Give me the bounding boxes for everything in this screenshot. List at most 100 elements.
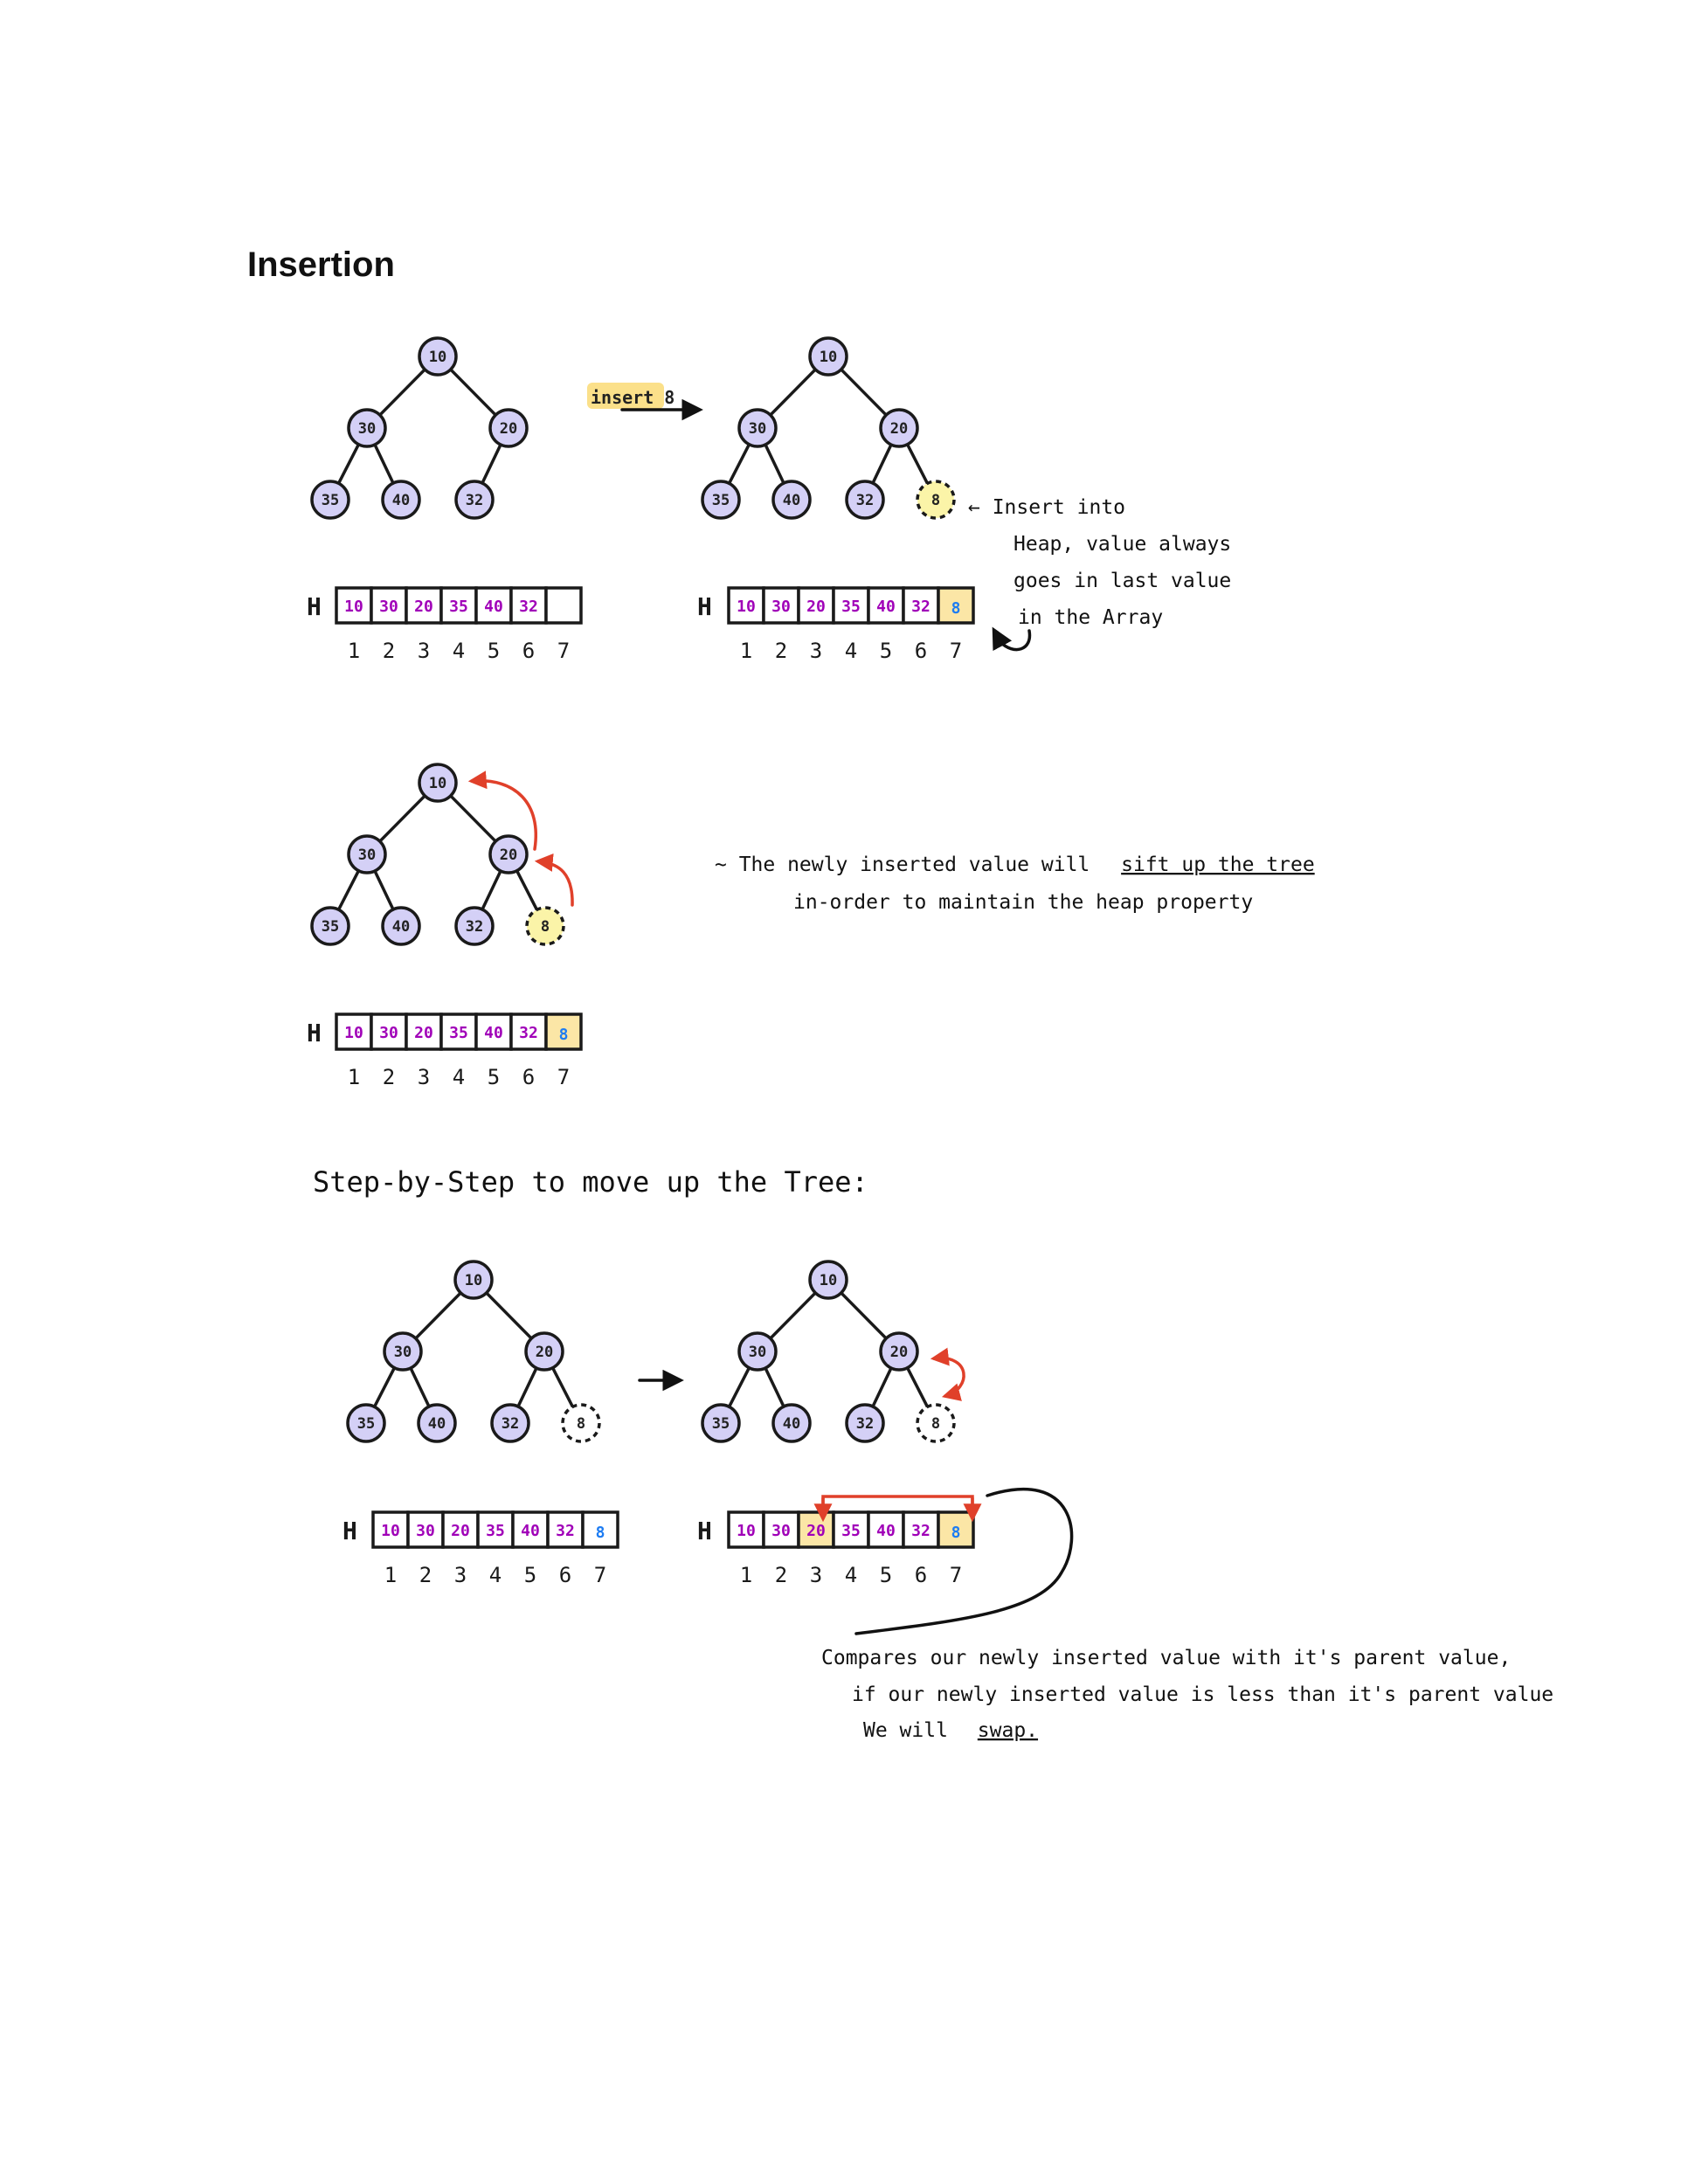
array-index: 1	[348, 1065, 360, 1089]
node-value: 10	[820, 1272, 837, 1289]
tree-node	[454, 906, 495, 946]
array-cell-value: 20	[414, 1024, 433, 1042]
node-value: 10	[429, 775, 446, 792]
tree-edge	[485, 1291, 533, 1340]
node-value: 40	[783, 492, 800, 509]
compare-note-line-1: Compares our newly inserted value with i…	[821, 1647, 1511, 1669]
array-index: 2	[775, 639, 787, 663]
insert-note-line-3: goes in last value	[1013, 570, 1231, 592]
sift-note-line-1: ~ The newly inserted value will sift up …	[715, 854, 1315, 876]
array-index: 2	[383, 1065, 395, 1089]
tree-edge	[378, 368, 426, 417]
node-value: 30	[358, 420, 376, 438]
tree-node	[488, 834, 529, 874]
tree-edge	[905, 442, 930, 486]
node-value: 32	[466, 918, 483, 936]
array-cell-value: 35	[449, 598, 468, 616]
node-value: 20	[890, 420, 908, 438]
node-value: 32	[502, 1415, 519, 1433]
insert-note-line-4: in the Array	[1018, 606, 1163, 629]
tree-edge	[372, 1365, 397, 1409]
tree-edge	[481, 443, 502, 485]
new-tree-node	[525, 906, 565, 946]
new-tree-node	[916, 480, 956, 520]
array-cell-value: 40	[484, 598, 503, 616]
tree-edge	[373, 443, 395, 485]
array-index: 7	[950, 1563, 962, 1587]
array-index: 2	[419, 1563, 432, 1587]
tree-edge	[516, 1366, 538, 1408]
tree-node	[808, 1260, 848, 1300]
tree-node	[701, 480, 741, 520]
array-cell-value: 20	[806, 598, 826, 616]
tree-edge	[409, 1366, 431, 1408]
array-index: 5	[880, 639, 892, 663]
tree-edge	[336, 868, 361, 912]
array-index: 7	[557, 1065, 570, 1089]
array-index: 3	[418, 1065, 430, 1089]
tree-edge	[871, 443, 893, 485]
step-heading: Step-by-Step to move up the Tree:	[313, 1165, 868, 1199]
tree-edge	[905, 1365, 930, 1409]
array-cell-value: 32	[911, 1522, 930, 1540]
tree-node	[310, 906, 350, 946]
compare-loop-line	[854, 1488, 1074, 1635]
sift-arrow-to-root-icon	[467, 771, 537, 851]
array-cell-value: 30	[416, 1522, 435, 1540]
insert-label-highlight	[587, 383, 664, 409]
array-index: 7	[950, 639, 962, 663]
node-value: 30	[749, 1344, 766, 1361]
node-value: 10	[429, 349, 446, 366]
tree-edge	[840, 368, 888, 417]
array-cell-value: 10	[381, 1522, 400, 1540]
array-cell-value: 35	[841, 1522, 861, 1540]
array-cell-value: 35	[449, 1024, 468, 1042]
node-value: 35	[712, 492, 730, 509]
tree-edge	[769, 1291, 817, 1340]
node-value: 35	[357, 1415, 375, 1433]
array-cell-value: 40	[521, 1522, 540, 1540]
array-index: 5	[524, 1563, 536, 1587]
tree-edge	[727, 442, 751, 486]
tree-node	[310, 480, 350, 520]
array-cell-value: 32	[519, 1024, 538, 1042]
tree-node	[879, 408, 919, 448]
sift-note-text: ~ The newly inserted value will	[715, 854, 1090, 876]
tree-edge	[871, 1366, 893, 1408]
compare-note-emphasis: swap.	[978, 1719, 1038, 1742]
new-tree-node	[916, 1403, 956, 1443]
tree-node	[879, 1331, 919, 1372]
tree-node	[737, 408, 778, 448]
node-value: 20	[500, 847, 517, 864]
array-cell-value: 32	[519, 598, 538, 616]
array-index: 3	[810, 639, 822, 663]
tree-node	[845, 1403, 885, 1443]
array-index: 6	[559, 1563, 571, 1587]
tree-node	[490, 1403, 530, 1443]
tree-node	[381, 906, 421, 946]
insert-label: insert 8	[591, 387, 675, 408]
tree-node	[737, 1331, 778, 1372]
node-value: 8	[931, 1415, 940, 1433]
tree-edge	[764, 443, 785, 485]
tree-node	[383, 1331, 423, 1372]
array-index: 6	[915, 1563, 927, 1587]
tree-node	[417, 1403, 457, 1443]
note-curl-arrow-icon	[992, 626, 1013, 652]
array-cell	[511, 1510, 550, 1549]
array-index: 1	[348, 639, 360, 663]
array-cell-value: 35	[486, 1522, 505, 1540]
node-value: 32	[856, 1415, 874, 1433]
array-cell-value: 30	[771, 598, 791, 616]
compare-note-line-3: We will swap.	[863, 1719, 1038, 1742]
node-value: 40	[428, 1415, 446, 1433]
array-cell	[371, 1510, 410, 1549]
array-index: 6	[915, 639, 927, 663]
array-cell-value: 32	[556, 1522, 575, 1540]
node-value: 30	[358, 847, 376, 864]
tree-edge	[481, 869, 502, 911]
tree-edge	[449, 794, 497, 843]
